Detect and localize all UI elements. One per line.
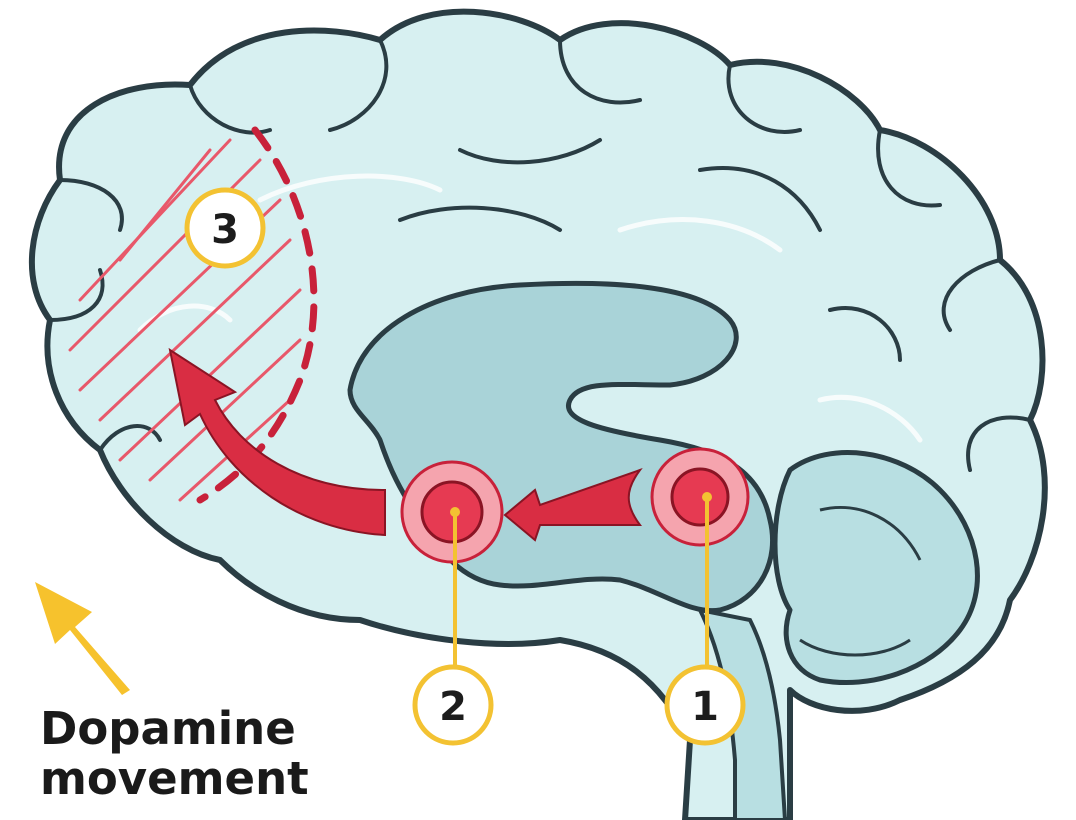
label-2: 2	[415, 667, 491, 743]
legend-arrow-icon	[35, 582, 130, 695]
legend-line-2: movement	[40, 754, 360, 804]
label-3: 3	[187, 190, 263, 266]
label-2-text: 2	[439, 684, 467, 730]
legend-line-1: Dopamine	[40, 704, 360, 754]
label-1: 1	[667, 667, 743, 743]
label-1-text: 1	[691, 684, 719, 730]
legend-caption: Dopamine movement	[40, 704, 360, 804]
label-3-text: 3	[211, 207, 239, 253]
node-1-core	[672, 469, 728, 525]
